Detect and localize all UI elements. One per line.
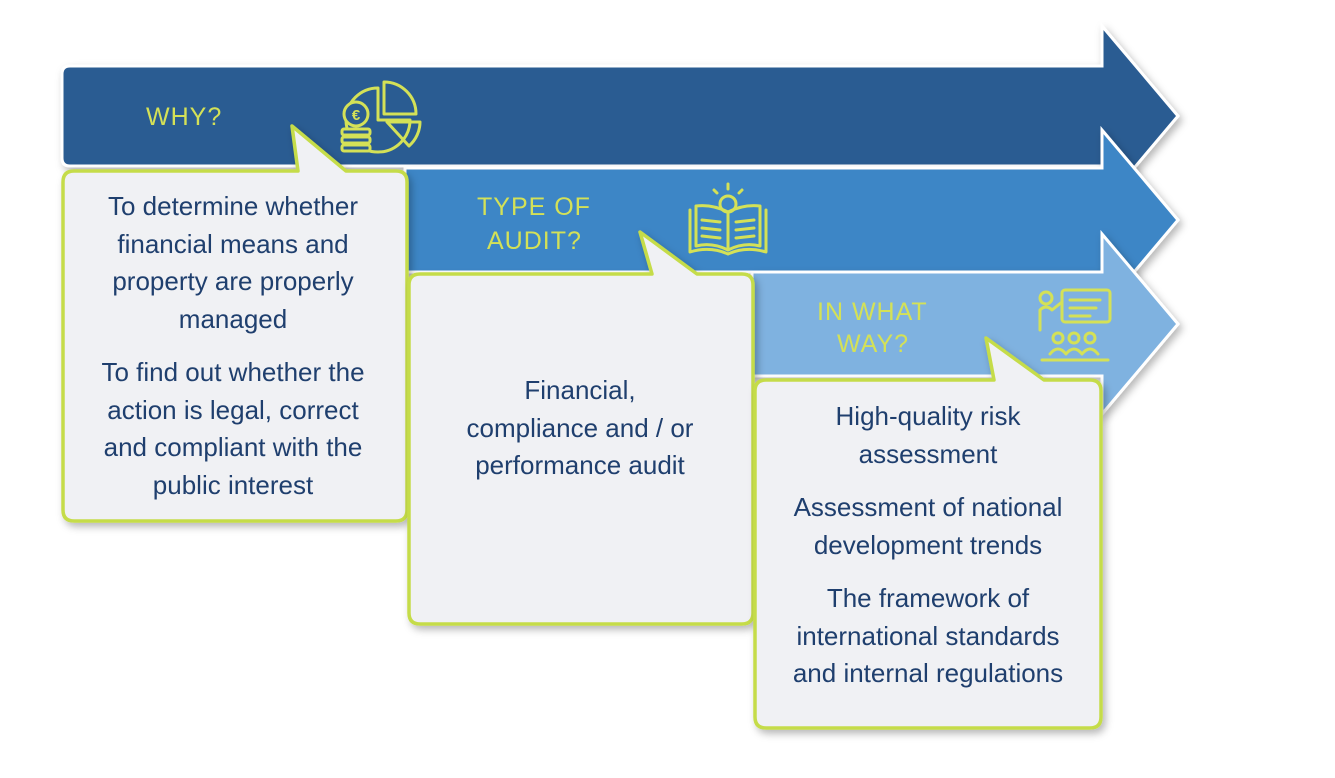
- why-point-2: To find out whether the action is legal,…: [62, 354, 404, 504]
- way-point-1: High-quality risk assessment: [756, 398, 1100, 473]
- step-title-type-of-audit-line2: AUDIT?: [487, 227, 582, 255]
- text-line: action is legal, correct: [107, 394, 359, 425]
- step-title-type-of-audit-line1: TYPE OF: [477, 193, 591, 221]
- step-title-why: WHY?: [146, 103, 222, 131]
- arrow-in-what-way: [750, 229, 1180, 419]
- text-line: property are properly: [112, 266, 354, 296]
- text-line: international standards: [796, 620, 1060, 651]
- callout-box-why: [61, 124, 409, 523]
- text-line: High-quality risk: [835, 401, 1021, 431]
- way-point-3: The framework of international standards…: [756, 580, 1100, 693]
- text-line: managed: [178, 303, 288, 334]
- text-line: performance audit: [475, 450, 685, 480]
- text-line: development trends: [813, 529, 1043, 560]
- text-line: assessment: [858, 438, 998, 469]
- open-book-lightbulb-icon: [688, 182, 768, 256]
- type-of-audit-content: Financial, compliance and / or performan…: [410, 372, 750, 501]
- callout-box-type-of-audit: [407, 230, 755, 626]
- svg-text:€: €: [352, 107, 361, 124]
- presentation-audience-icon: [1038, 288, 1112, 362]
- euro-coins-pie-chart-icon: €: [340, 80, 422, 154]
- text-line: Assessment of national: [793, 492, 1063, 522]
- text-line: Financial,: [524, 375, 636, 405]
- why-content: To determine whether financial means and…: [62, 188, 404, 520]
- text-line: and compliant with the: [103, 432, 363, 462]
- text-line: To find out whether the: [101, 357, 365, 387]
- arrow-type-of-audit: [403, 125, 1180, 315]
- text-line: financial means and: [117, 228, 349, 259]
- text-line: The framework of: [826, 583, 1030, 613]
- text-line: To determine whether: [107, 191, 359, 221]
- audit-types: Financial, compliance and / or performan…: [410, 372, 750, 485]
- callout-box-in-what-way: [753, 336, 1103, 730]
- why-point-1: To determine whether financial means and…: [62, 188, 404, 338]
- text-line: public interest: [152, 469, 314, 500]
- step-title-in-what-way-line1: IN WHAT: [817, 298, 928, 326]
- in-what-way-content: High-quality risk assessment Assessment …: [756, 398, 1100, 709]
- text-line: compliance and / or: [466, 412, 694, 443]
- step-title-in-what-way-line2: WAY?: [837, 330, 909, 358]
- text-line: and internal regulations: [792, 658, 1064, 688]
- way-point-2: Assessment of national development trend…: [756, 489, 1100, 564]
